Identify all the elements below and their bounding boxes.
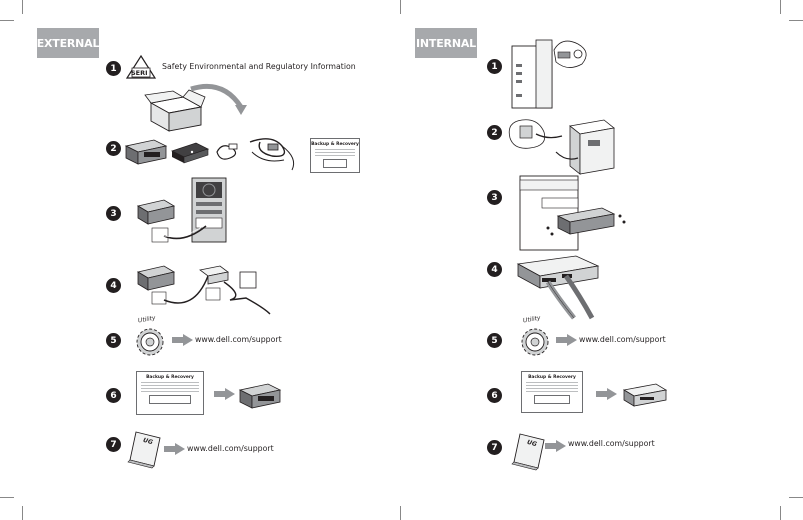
crop-mark [780, 506, 781, 520]
crop-mark [0, 20, 14, 21]
step-number: 1 [487, 59, 502, 74]
crop-mark [0, 497, 14, 498]
support-link[interactable]: www.dell.com/support [568, 439, 655, 448]
doc-title: Backup & Recovery [146, 375, 194, 380]
arrow-icon [545, 440, 566, 452]
external-drive-illustration [238, 383, 282, 409]
drive-insertion-illustration [519, 175, 626, 251]
external-header: EXTERNAL [37, 28, 100, 58]
seri-text: Safety Environmental and Regulatory Info… [162, 62, 356, 71]
internal-cable-connection-illustration [516, 255, 600, 320]
backup-recovery-document: Backup & Recovery [521, 371, 583, 413]
step-number: 4 [106, 278, 121, 293]
arrow-icon [164, 443, 185, 455]
step-number: 3 [487, 190, 502, 205]
user-guide-book-icon [511, 433, 545, 471]
crop-mark [22, 0, 23, 14]
backup-recovery-document: Backup & Recovery [136, 371, 204, 415]
step-number: 5 [106, 333, 121, 348]
cartridge-illustration [170, 142, 210, 164]
step-number: 6 [487, 388, 502, 403]
internal-header: INTERNAL [415, 28, 477, 58]
user-guide-book-icon [127, 431, 161, 469]
arrow-icon [214, 388, 235, 400]
step-number: 2 [106, 141, 121, 156]
cables-illustration [216, 138, 295, 171]
power-off-pc-illustration [508, 119, 615, 175]
crop-mark [780, 0, 781, 14]
step-number: 7 [106, 437, 121, 452]
support-link[interactable]: www.dell.com/support [579, 335, 666, 344]
step-number: 5 [487, 333, 502, 348]
external-drive-illustration [124, 139, 168, 165]
seri-warning-icon [125, 54, 157, 79]
crop-mark [400, 506, 401, 520]
step-number: 4 [487, 262, 502, 277]
support-link[interactable]: www.dell.com/support [187, 444, 274, 453]
crop-mark [22, 506, 23, 520]
step-number: 7 [487, 440, 502, 455]
arrow-icon [172, 334, 193, 346]
doc-title: Backup & Recovery [528, 375, 576, 380]
crop-mark [789, 20, 803, 21]
support-link[interactable]: www.dell.com/support [195, 335, 282, 344]
utility-gear-icon [521, 328, 549, 356]
step-number: 2 [487, 125, 502, 140]
utility-gear-icon [136, 328, 164, 356]
step2-document: Backup & Recovery [310, 138, 360, 173]
crop-mark [789, 497, 803, 498]
arrow-icon [556, 334, 577, 346]
step-number: 1 [106, 61, 121, 76]
open-box-illustration [144, 83, 247, 132]
step2-doc-title: Backup & Recovery [311, 142, 359, 147]
step-number: 6 [106, 388, 121, 403]
drive-to-pc-connection-illustration [136, 177, 227, 243]
step-number: 3 [106, 206, 121, 221]
arrow-icon [596, 388, 617, 400]
power-adapter-illustration [136, 265, 271, 315]
crop-mark [400, 0, 401, 14]
internal-drive-illustration [622, 383, 668, 407]
seri-badge: SERI [131, 69, 148, 77]
pc-panel-removal-illustration [511, 39, 587, 109]
